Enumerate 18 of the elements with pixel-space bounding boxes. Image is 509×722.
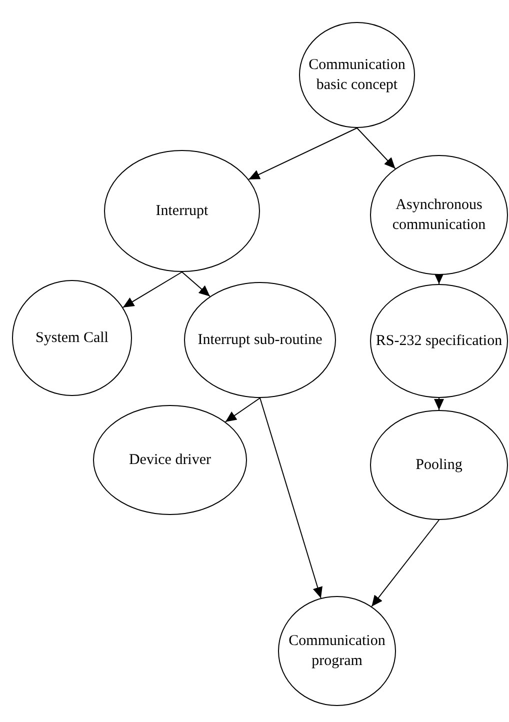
node-label: Pooling — [416, 456, 462, 475]
node-label: Communication program — [288, 632, 386, 671]
arrow — [371, 520, 440, 607]
node-label: Asynchronous communication — [391, 196, 487, 235]
node-label: Interrupt sub-routine — [198, 331, 322, 350]
arrow — [248, 128, 358, 180]
arrow — [434, 398, 444, 410]
node-label: Communication basic concept — [308, 56, 406, 95]
arrow — [122, 272, 182, 308]
node-label: RS-232 specification — [376, 332, 502, 351]
arrow — [224, 398, 260, 422]
arrow — [260, 398, 322, 599]
arrow — [356, 128, 396, 170]
node-label: Interrupt — [156, 202, 208, 221]
arrow — [182, 272, 210, 297]
node-label: Device driver — [128, 451, 212, 470]
node-label: System Call — [36, 329, 108, 348]
arrow — [434, 273, 444, 284]
